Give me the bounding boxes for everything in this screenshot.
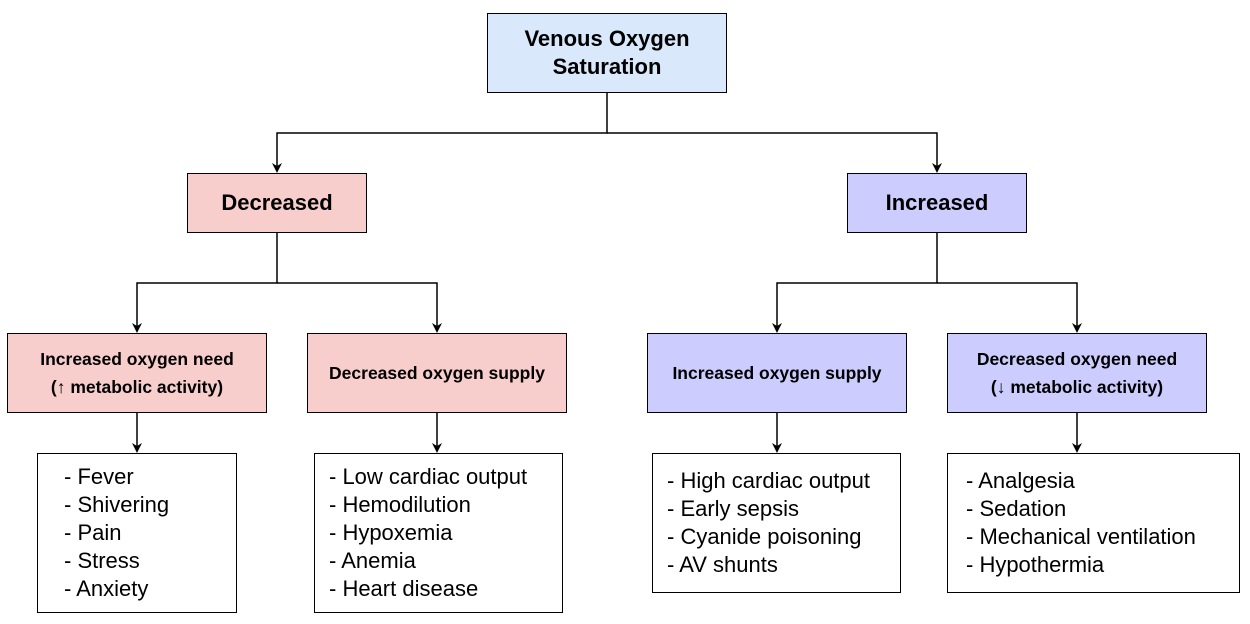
list-item: - Stress xyxy=(64,548,140,573)
increased-node: Increased xyxy=(847,173,1027,233)
list-item: - Anemia xyxy=(329,548,416,573)
node-title-line1: Decreased oxygen supply xyxy=(329,363,545,383)
list-item: - Heart disease xyxy=(329,576,479,601)
list-item: - Sedation xyxy=(966,496,1067,521)
list-item: - Analgesia xyxy=(966,468,1075,493)
root-title: Venous Oxygen Saturation xyxy=(524,26,690,79)
causes-list-decreased-supply: - Low cardiac output - Hemodilution - Hy… xyxy=(314,453,563,613)
list-item: - High cardiac output xyxy=(667,468,870,493)
connector-decreased-supply xyxy=(277,282,442,333)
list-item: - Low cardiac output xyxy=(329,464,528,489)
decreased-label: Decreased xyxy=(221,190,333,215)
list-item: - Hypothermia xyxy=(966,552,1105,577)
decreased-node: Decreased xyxy=(187,173,367,233)
list-item: - AV shunts xyxy=(667,552,778,577)
connector-increased-supply xyxy=(772,233,938,333)
node-title-line1: Increased oxygen supply xyxy=(672,363,882,383)
increased-label: Increased xyxy=(885,190,989,215)
list-item: - Hypoxemia xyxy=(329,520,453,545)
increased-oxygen-supply-node: Increased oxygen supply xyxy=(647,333,907,413)
increased-oxygen-need-node: Increased oxygen need (↑ metabolic activ… xyxy=(7,333,267,413)
list-item: - Mechanical ventilation xyxy=(966,524,1196,549)
connector-root-increased xyxy=(607,132,942,173)
node-title-line1: Decreased oxygen need xyxy=(976,349,1178,369)
connector-root-decreased xyxy=(272,93,608,173)
list-item: - Pain xyxy=(64,520,122,545)
list-item: - Cyanide poisoning xyxy=(667,524,862,549)
root-node: Venous Oxygen Saturation xyxy=(487,13,727,93)
connector-decreased-need xyxy=(132,233,278,333)
list-item: - Anxiety xyxy=(64,576,149,601)
decreased-oxygen-supply-node: Decreased oxygen supply xyxy=(307,333,567,413)
causes-list-increased-need: - Fever - Shivering - Pain - Stress - An… xyxy=(37,453,237,613)
node-title-line2: (↓ metabolic activity) xyxy=(990,377,1164,397)
list-item: - Fever xyxy=(64,464,134,489)
node-title-line1: Increased oxygen need xyxy=(40,349,234,369)
list-item: - Hemodilution xyxy=(329,492,471,517)
list-item: - Shivering xyxy=(64,492,170,517)
node-title-line2: (↑ metabolic activity) xyxy=(50,377,224,397)
causes-list-increased-supply: - High cardiac output - Early sepsis - C… xyxy=(652,453,901,593)
list-item: - Early sepsis xyxy=(667,496,800,521)
causes-list-decreased-need: - Analgesia - Sedation - Mechanical vent… xyxy=(947,453,1240,593)
connector-increased-need xyxy=(937,282,1082,333)
decreased-oxygen-need-node: Decreased oxygen need (↓ metabolic activ… xyxy=(947,333,1207,413)
